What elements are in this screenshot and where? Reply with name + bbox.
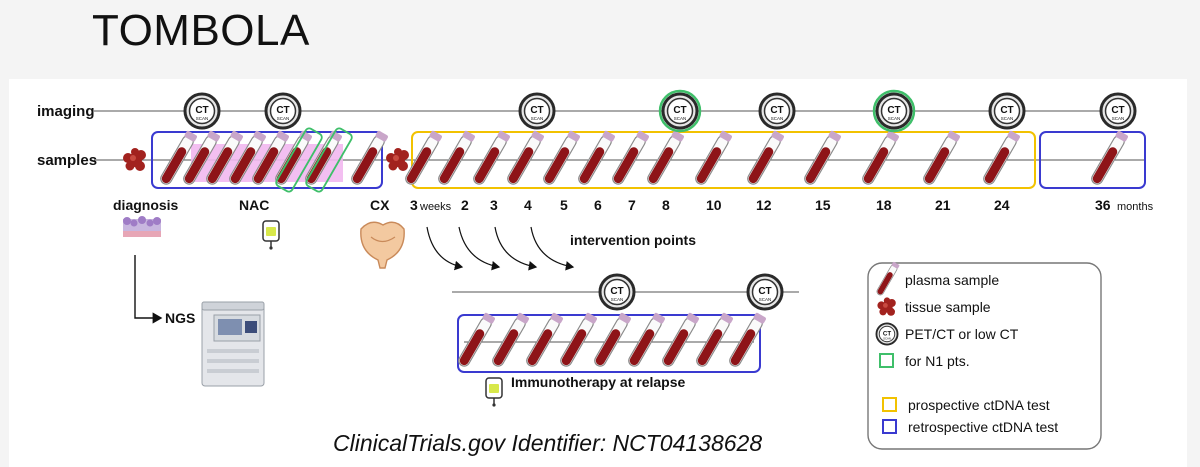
legend-n1-swatch [879, 353, 894, 368]
n1-ct-ring [872, 89, 916, 133]
plasma-sample-icon [540, 129, 582, 187]
timepoint-label: 12 [756, 197, 772, 213]
sequencer-device-icon [201, 301, 265, 387]
plasma-sample-icon [609, 129, 651, 187]
timepoint-label: 10 [706, 197, 722, 213]
timepoint-label: 18 [876, 197, 892, 213]
plasma-sample-icon [523, 311, 565, 369]
slide-title: TOMBOLA [92, 6, 310, 55]
plasma-sample-icon [980, 129, 1022, 187]
plasma-sample-icon [659, 311, 701, 369]
ct-scan-icon [1099, 92, 1137, 130]
timepoint-label: 3 [490, 197, 498, 213]
clinicaltrials-identifier: ClinicalTrials.gov Identifier: NCT041386… [333, 430, 762, 456]
timepoint-labels: 3 weeks 2 3 4 5 6 7 8 10 12 15 18 21 24 … [410, 197, 1154, 213]
plasma-sample-icon [470, 129, 512, 187]
timepoint-label: 15 [815, 197, 831, 213]
immunotherapy-bag-icon [485, 377, 503, 408]
imaging-row-label: imaging [37, 103, 95, 120]
ct-scan-icon [988, 92, 1026, 130]
timepoint-label: 24 [994, 197, 1010, 213]
ct-scan-icon [746, 273, 784, 311]
plasma-sample-icon [455, 311, 497, 369]
plasma-sample-icon [859, 129, 901, 187]
immunotherapy-label: Immunotherapy at relapse [511, 374, 685, 390]
intervention-points-label: intervention points [570, 232, 696, 248]
timepoint-label: 36 [1095, 197, 1111, 213]
plasma-sample-icon [504, 129, 546, 187]
plasma-sample-icon [1088, 129, 1130, 187]
intervention-arrows [426, 226, 575, 271]
timepoint-label: 3 [410, 197, 418, 213]
nac-label: NAC [239, 197, 269, 213]
ngs-label: NGS [165, 310, 195, 326]
timepoint-label: 2 [461, 197, 469, 213]
timepoint-label: 21 [935, 197, 951, 213]
weeks-unit-label: weeks [419, 201, 452, 213]
tissue-histology-icon [123, 216, 161, 237]
timepoint-label: 5 [560, 197, 568, 213]
legend-retrospective-swatch [882, 419, 897, 434]
plasma-sample-icon [402, 129, 444, 187]
plasma-sample-icon [644, 129, 686, 187]
legend: plasma sample tissue sample PET/CT or lo… [867, 261, 1102, 450]
diagnosis-label: diagnosis [113, 197, 179, 213]
timepoint-label: 6 [594, 197, 602, 213]
ct-scan-icon [758, 92, 796, 130]
ngs-arrow [134, 255, 163, 324]
ct-scan-icon [875, 322, 899, 346]
months-unit-label: months [1117, 201, 1154, 213]
ct-scan-icon [598, 273, 636, 311]
cx-label: CX [370, 197, 390, 213]
timepoint-label: 8 [662, 197, 670, 213]
bladder-icon [360, 221, 405, 269]
plasma-sample-icon [801, 129, 843, 187]
plasma-sample-icon [435, 129, 477, 187]
retrospective-box-neoadjuvant [151, 131, 383, 189]
plasma-sample-icon [489, 311, 531, 369]
ct-scan-icon [875, 92, 913, 130]
plasma-sample-icon [591, 311, 633, 369]
plasma-sample-icon [692, 129, 734, 187]
diagram-panel: CT SCAN imaging samples [9, 79, 1187, 467]
plasma-sample-icon [575, 129, 617, 187]
ct-scan-icon [661, 92, 699, 130]
ct-scan-icon [264, 92, 302, 130]
plasma-sample-icon [557, 311, 599, 369]
plasma-sample-icon [693, 311, 735, 369]
legend-n1-label: for N1 pts. [905, 353, 970, 369]
ct-scan-icon [183, 92, 221, 130]
legend-prospective-label: prospective ctDNA test [908, 397, 1050, 413]
n1-highlight [275, 127, 323, 193]
retrospective-box-relapse [457, 314, 761, 373]
n1-ct-ring [658, 89, 702, 133]
n1-highlight [305, 127, 353, 193]
legend-tissue-label: tissue sample [905, 299, 991, 315]
ct-scan-icon [518, 92, 556, 130]
timepoint-label: 4 [524, 197, 532, 213]
retrospective-box-36-months [1039, 131, 1146, 189]
plasma-sample-icon [920, 129, 962, 187]
tissue-sample-cx-icon [386, 148, 409, 171]
tissue-sample-diagnosis-icon [123, 148, 146, 171]
chemotherapy-bag-icon [262, 220, 280, 251]
legend-box [867, 262, 1102, 450]
timepoint-label: 7 [628, 197, 636, 213]
legend-ct-label: PET/CT or low CT [905, 326, 1019, 342]
legend-plasma-label: plasma sample [905, 272, 999, 288]
plasma-sample-icon [744, 129, 786, 187]
legend-prospective-swatch [882, 397, 897, 412]
samples-row-label: samples [37, 152, 97, 169]
plasma-sample-icon [625, 311, 667, 369]
legend-retrospective-label: retrospective ctDNA test [908, 419, 1058, 435]
study-design-diagram: CT SCAN imaging samples [37, 89, 1154, 456]
